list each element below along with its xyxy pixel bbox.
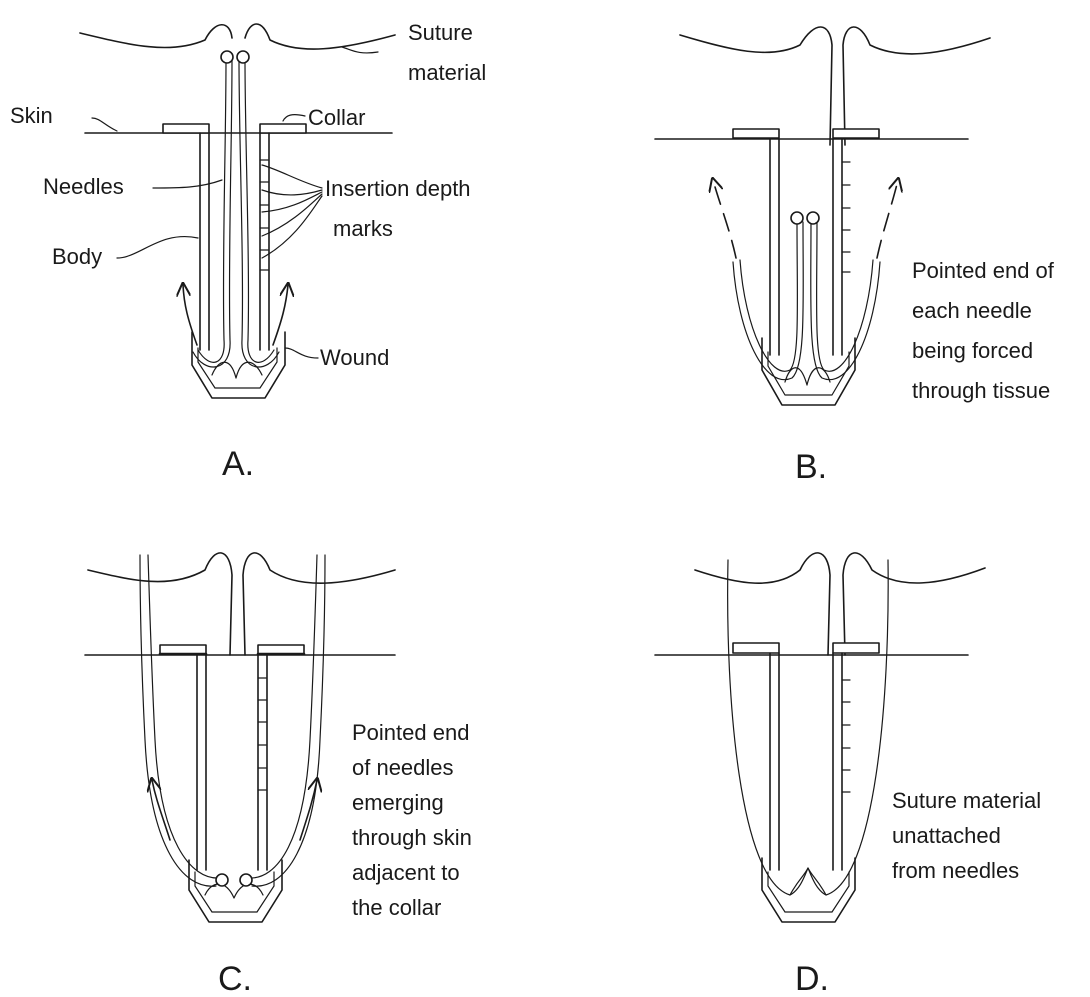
device-body	[197, 655, 267, 870]
caption-b-line3: being forced	[912, 338, 1033, 363]
collar-left	[733, 129, 779, 138]
caption-b-line2: each needle	[912, 298, 1032, 323]
caption-b-line4: through tissue	[912, 378, 1050, 403]
needle-left	[198, 60, 226, 362]
label-skin: Skin	[10, 103, 53, 128]
panel-c: Pointed end of needles emerging through …	[85, 553, 472, 997]
panel-d: Suture material unattached from needles …	[655, 553, 1041, 997]
collar-right	[833, 643, 879, 653]
collar-right	[258, 645, 304, 654]
label-insertion-line2: marks	[333, 216, 393, 241]
insertion-depth-marks	[842, 680, 850, 792]
suture-material	[680, 27, 990, 145]
needle-eye-left	[221, 51, 233, 63]
caption-c-line4: through skin	[352, 825, 472, 850]
caption-c-line5: adjacent to	[352, 860, 460, 885]
collar-right	[833, 129, 879, 138]
suture-material	[695, 553, 985, 655]
suture-material	[80, 24, 395, 49]
needle-eye-right	[237, 51, 249, 63]
caption-d-line2: unattached	[892, 823, 1001, 848]
insertion-depth-marks	[842, 162, 850, 272]
caption-d-line1: Suture material	[892, 788, 1041, 813]
label-needles: Needles	[43, 174, 124, 199]
caption-c-line6: the collar	[352, 895, 441, 920]
collar-left	[733, 643, 779, 653]
caption-b-line1: Pointed end of	[912, 258, 1055, 283]
needle-eye-left	[791, 212, 803, 224]
panel-letter-a: A.	[222, 445, 254, 483]
wound-outline	[189, 860, 282, 922]
caption-c-line2: of needles	[352, 755, 454, 780]
needle-eye-right	[240, 874, 252, 886]
collar-right	[260, 124, 306, 133]
panel-letter-d: D.	[795, 960, 829, 997]
panel-b: Pointed end of each needle being forced …	[655, 27, 1055, 486]
suture-loop	[728, 560, 889, 895]
label-insertion-line1: Insertion depth	[325, 176, 471, 201]
insertion-depth-marks	[258, 678, 266, 790]
panel-letter-c: C.	[218, 960, 252, 997]
caption-d-line3: from needles	[892, 858, 1019, 883]
label-body: Body	[52, 244, 102, 269]
device-body	[770, 139, 842, 355]
needle-right	[817, 222, 873, 371]
label-collar: Collar	[308, 105, 365, 130]
panel-letter-b: B.	[795, 448, 827, 486]
caption-c-line1: Pointed end	[352, 720, 469, 745]
label-suture-line2: material	[408, 60, 486, 85]
device-body	[200, 133, 269, 350]
caption-c-line3: emerging	[352, 790, 444, 815]
needle-left	[740, 222, 797, 371]
panel-a: Suture material Skin Collar Needles Inse…	[10, 20, 486, 483]
suture-material	[88, 553, 395, 655]
collar-left	[160, 645, 206, 654]
device-body	[770, 653, 842, 870]
insertion-depth-marks	[260, 160, 268, 270]
label-suture-line1: Suture	[408, 20, 473, 45]
label-wound: Wound	[320, 345, 389, 370]
collar-left	[163, 124, 209, 133]
needle-eye-right	[807, 212, 819, 224]
needle-eye-left	[216, 874, 228, 886]
